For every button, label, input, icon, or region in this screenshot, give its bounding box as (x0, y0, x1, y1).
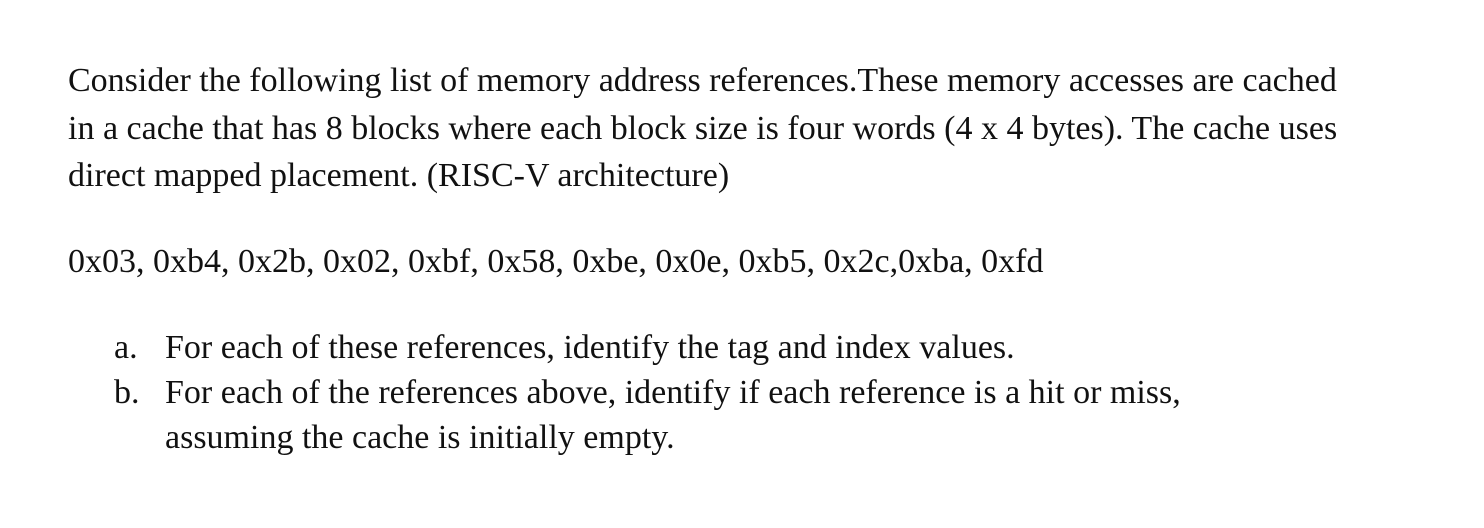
question-text: For each of these references, identify t… (165, 325, 1484, 370)
problem-statement-line: Consider the following list of memory ad… (68, 62, 1337, 99)
problem-statement-line: direct mapped placement. (RISC-V archite… (68, 157, 730, 194)
problem-statement: Consider the following list of memory ad… (68, 57, 1448, 200)
question-marker: a. (114, 329, 138, 366)
question-item-a: a. For each of these references, identif… (0, 325, 1484, 370)
question-marker: b. (114, 374, 140, 411)
question-text-line: For each of these references, identify t… (165, 329, 1015, 366)
question-text: For each of the references above, identi… (165, 370, 1484, 460)
question-list: a. For each of these references, identif… (0, 325, 1484, 460)
memory-address-list: 0x03, 0xb4, 0x2b, 0x02, 0xbf, 0x58, 0xbe… (68, 243, 1044, 280)
problem-statement-line: in a cache that has 8 blocks where each … (68, 109, 1338, 147)
question-item-b: b. For each of the references above, ide… (0, 370, 1484, 460)
question-text-line: assuming the cache is initially empty. (165, 419, 675, 456)
question-text-line: For each of the references above, identi… (165, 374, 1181, 411)
